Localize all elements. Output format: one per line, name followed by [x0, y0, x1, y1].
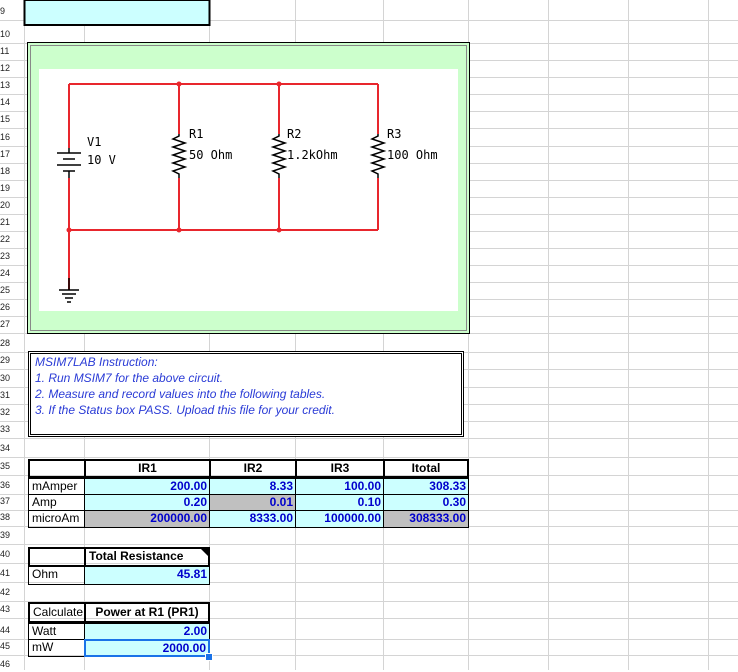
row-number[interactable]: 22	[0, 234, 11, 244]
cell-itotal-amp[interactable]: 0.30	[383, 494, 469, 511]
row-number[interactable]: 43	[0, 604, 11, 614]
cell-ir2-amp[interactable]: 0.01	[209, 494, 296, 511]
row-number[interactable]: 15	[0, 114, 11, 124]
cell-ir1-amp[interactable]: 0.20	[84, 494, 210, 511]
power-unit-mw[interactable]: mW	[28, 639, 85, 657]
row-number[interactable]: 19	[0, 183, 11, 193]
power-value-mw-selected[interactable]: 2000.00	[84, 639, 210, 657]
current-table-corner[interactable]	[28, 459, 86, 478]
ground-symbol	[59, 278, 79, 303]
instruction-step-2: 2. Measure and record values into the fo…	[35, 387, 326, 401]
r1-value: 50 Ohm	[189, 148, 232, 162]
cell-ir2-microamp[interactable]: 8333.00	[209, 510, 296, 528]
row-number[interactable]: 37	[0, 496, 11, 506]
row-number[interactable]: 17	[0, 149, 11, 159]
row-number[interactable]: 41	[0, 568, 11, 578]
row-number[interactable]: 33	[0, 424, 11, 434]
circuit-schematic[interactable]: V1 10 V R1 50 Ohm R2 1.2kOhm R3 100 Ohm	[27, 42, 470, 334]
power-unit-watt[interactable]: Watt	[28, 623, 85, 640]
row-number[interactable]: 14	[0, 97, 11, 107]
top-cyan-cell	[23, 0, 211, 26]
row-number[interactable]: 36	[0, 480, 11, 490]
row-number[interactable]: 27	[0, 319, 11, 329]
instruction-box[interactable]: MSIM7LAB Instruction: 1. Run MSIM7 for t…	[28, 351, 464, 437]
header-ir1[interactable]: IR1	[84, 459, 211, 478]
row-label-microamp[interactable]: microAm	[28, 510, 85, 528]
row-number[interactable]: 46	[0, 659, 11, 669]
row-label-mamper[interactable]: mAmper	[28, 478, 85, 495]
total-resistance-header[interactable]: Total Resistance	[84, 547, 210, 567]
row-number[interactable]: 44	[0, 625, 11, 635]
junction-dots	[66, 81, 282, 233]
row-number[interactable]: 18	[0, 166, 11, 176]
cell-ir3-mamper[interactable]: 100.00	[295, 478, 384, 495]
cell-ir2-mamper[interactable]: 8.33	[209, 478, 296, 495]
row-number[interactable]: 35	[0, 461, 11, 471]
row-number[interactable]: 11	[0, 46, 10, 56]
r3-name: R3	[387, 127, 401, 141]
row-number[interactable]: 26	[0, 302, 11, 312]
row-number[interactable]: 23	[0, 251, 11, 261]
row-number[interactable]: 28	[0, 338, 11, 348]
cell-ir3-microamp[interactable]: 100000.00	[295, 510, 384, 528]
row-number[interactable]: 32	[0, 407, 11, 417]
row-number[interactable]: 13	[0, 80, 11, 90]
resistance-corner[interactable]	[28, 547, 86, 567]
power-r1-header[interactable]: Power at R1 (PR1)	[84, 602, 210, 623]
battery-v1-symbol	[57, 148, 81, 178]
fill-handle[interactable]	[205, 653, 213, 661]
calculate-label[interactable]: Calculate	[28, 602, 86, 623]
row-number[interactable]: 25	[0, 285, 11, 295]
row-number[interactable]: 12	[0, 63, 11, 73]
schematic-canvas	[39, 69, 458, 311]
row-number[interactable]: 20	[0, 200, 11, 210]
row-number[interactable]: 21	[0, 217, 11, 227]
r3-value: 100 Ohm	[387, 148, 438, 162]
row-number[interactable]: 29	[0, 355, 11, 365]
instruction-step-1: 1. Run MSIM7 for the above circuit.	[35, 371, 224, 385]
total-resistance-value[interactable]: 45.81	[84, 566, 210, 585]
row-number[interactable]: 40	[0, 549, 11, 559]
row-number[interactable]: 39	[0, 530, 11, 540]
instruction-title: MSIM7LAB Instruction:	[35, 355, 158, 369]
row-number[interactable]: 24	[0, 268, 11, 278]
circuit-wires	[68, 83, 379, 290]
power-value-watt[interactable]: 2.00	[84, 623, 210, 640]
row-number[interactable]: 9	[0, 6, 6, 16]
resistance-unit-label[interactable]: Ohm	[28, 566, 85, 585]
row-label-amp[interactable]: Amp	[28, 494, 85, 511]
v1-name: V1	[87, 135, 101, 149]
row-number[interactable]: 31	[0, 390, 11, 400]
r1-name: R1	[189, 127, 203, 141]
resistor-symbols	[170, 134, 387, 178]
row-number[interactable]: 34	[0, 443, 11, 453]
row-number[interactable]: 16	[0, 132, 11, 142]
r2-name: R2	[287, 127, 301, 141]
row-number[interactable]: 10	[0, 29, 11, 39]
comment-indicator-icon	[201, 549, 208, 556]
cell-itotal-mamper[interactable]: 308.33	[383, 478, 469, 495]
row-number[interactable]: 45	[0, 641, 11, 651]
v1-value: 10 V	[87, 153, 116, 167]
cell-ir1-microamp[interactable]: 200000.00	[84, 510, 210, 528]
r2-value: 1.2kOhm	[287, 148, 338, 162]
instruction-step-3: 3. If the Status box PASS. Upload this f…	[35, 403, 335, 417]
header-ir3[interactable]: IR3	[295, 459, 385, 478]
cell-itotal-microamp[interactable]: 308333.00	[383, 510, 469, 528]
total-resistance-label: Total Resistance	[89, 549, 184, 563]
cell-ir3-amp[interactable]: 0.10	[295, 494, 384, 511]
row-number[interactable]: 42	[0, 587, 11, 597]
row-number[interactable]: 38	[0, 512, 11, 522]
header-ir2[interactable]: IR2	[209, 459, 297, 478]
cell-ir1-mamper[interactable]: 200.00	[84, 478, 210, 495]
header-itotal[interactable]: Itotal	[383, 459, 469, 478]
row-number[interactable]: 30	[0, 373, 11, 383]
